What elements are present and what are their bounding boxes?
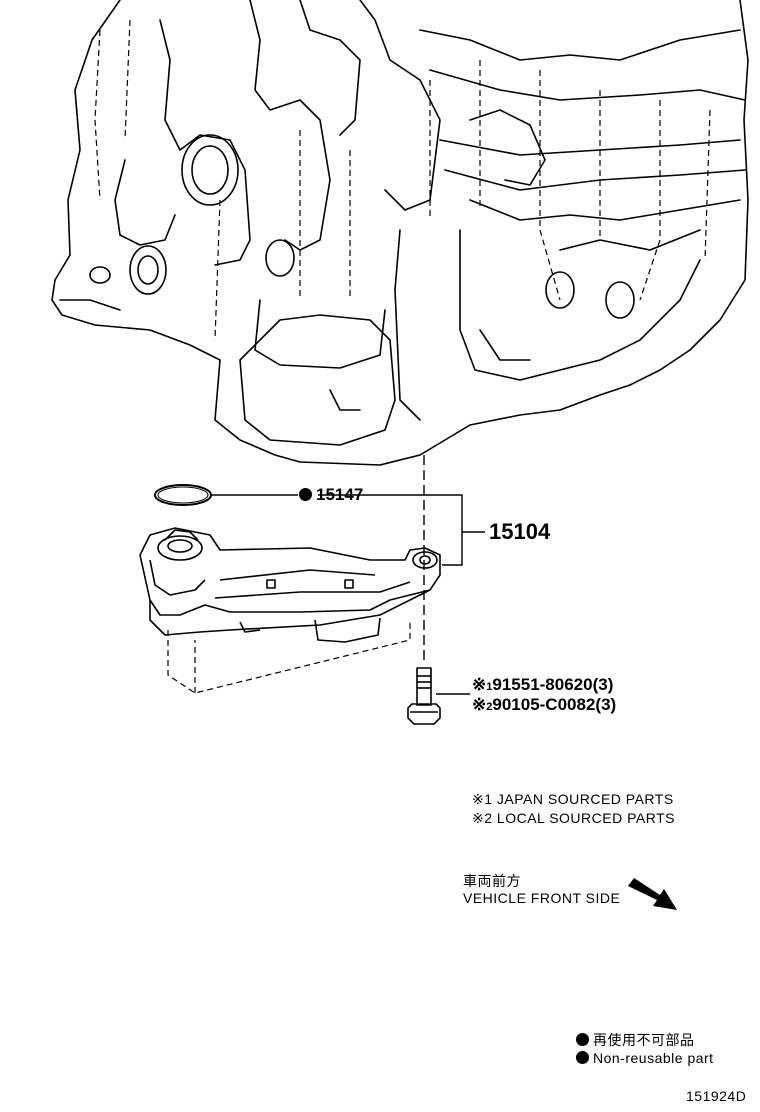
legend-non-reusable-ja: 再使用不可部品: [576, 1030, 695, 1050]
bolt-qty-2: (3): [595, 695, 617, 714]
gasket-callout: 15147: [299, 485, 363, 505]
note1-ref: ※1: [472, 791, 493, 807]
engine-hidden-lines: [94, 19, 711, 341]
bolt-qty-1: (3): [592, 675, 614, 694]
gasket-ring: [154, 484, 212, 506]
bolt-ref-2: 2: [486, 701, 493, 713]
engine-block-drawing: [51, 0, 749, 466]
note-japan-sourced: ※1 JAPAN SOURCED PARTS: [472, 791, 674, 808]
assy-leader: [318, 494, 485, 566]
non-reusable-dot-icon: [299, 488, 312, 501]
legend-dot-icon-2: [576, 1051, 589, 1064]
legend-en-text: Non-reusable part: [593, 1050, 714, 1066]
strainer-hidden-lines: [167, 620, 411, 694]
note-local-sourced: ※2 LOCAL SOURCED PARTS: [472, 810, 675, 827]
vehicle-front-label-en: VEHICLE FRONT SIDE: [463, 890, 621, 906]
vehicle-front-arrow-icon: [628, 878, 677, 910]
note2-ref: ※2: [472, 810, 493, 826]
bolt-part-number-2: 90105-C0082: [492, 695, 596, 714]
gasket-part-number: 15147: [316, 485, 364, 504]
note2-text: LOCAL SOURCED PARTS: [496, 810, 675, 826]
strainer-drawing: [139, 527, 441, 643]
bolt-callout-1: ※191551-80620(3): [472, 675, 613, 695]
bolt-callout-2: ※290105-C0082(3): [472, 695, 616, 715]
bolt-ref-1: 1: [486, 681, 493, 693]
legend-ja-text: 再使用不可部品: [593, 1032, 695, 1048]
note1-text: JAPAN SOURCED PARTS: [496, 791, 674, 807]
bolt-ref-mark-1: ※: [472, 675, 487, 694]
figure-id: 151924D: [686, 1088, 747, 1104]
strainer-assy-callout: 15104: [489, 519, 551, 544]
legend-non-reusable-en: Non-reusable part: [576, 1050, 714, 1066]
legend-dot-icon: [576, 1033, 589, 1046]
bolt-drawing: [407, 667, 441, 725]
vehicle-front-label-ja: 車両前方: [463, 873, 521, 889]
bolt-ref-mark-2: ※: [472, 695, 487, 714]
bolt-part-number-1: 91551-80620: [492, 675, 593, 694]
